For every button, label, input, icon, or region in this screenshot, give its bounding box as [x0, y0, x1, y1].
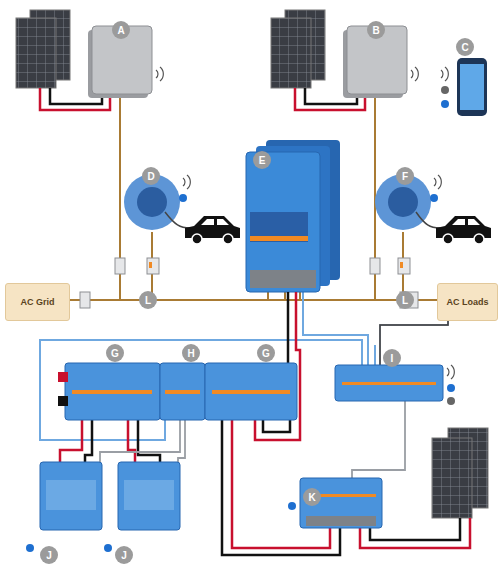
callout-badge: J: [40, 546, 58, 564]
callout-badge: E: [253, 151, 271, 169]
callout-badge: G: [257, 344, 275, 362]
callout-letter: J: [121, 550, 127, 561]
callout-badge: F: [396, 167, 414, 185]
callout-letter: J: [46, 550, 52, 561]
callout-badge: I: [383, 349, 401, 367]
gx-device: [335, 365, 455, 405]
callout-badge: K: [303, 488, 321, 506]
callout-letter: L: [145, 295, 151, 306]
callout-letter: G: [262, 348, 270, 359]
callout-badge: D: [142, 167, 160, 185]
lynx-distributor: [58, 363, 297, 420]
callout-badge: L: [396, 291, 414, 309]
solar-panel: [16, 10, 488, 518]
callout-letter: H: [187, 348, 194, 359]
pv-inverter: [88, 26, 418, 98]
callout-badge: G: [106, 344, 124, 362]
callout-letter: K: [308, 492, 315, 503]
callout-letter: C: [461, 42, 468, 53]
lithium-battery: [26, 462, 180, 552]
inverter-charger: [246, 140, 340, 292]
callout-letter: G: [111, 348, 119, 359]
callout-badge: H: [182, 344, 200, 362]
callout-badge: C: [456, 38, 474, 56]
solar-charger: [288, 478, 382, 528]
callout-letter: I: [391, 353, 394, 364]
callout-letter: L: [402, 295, 408, 306]
callout-badge: B: [367, 21, 385, 39]
callout-badge: L: [139, 291, 157, 309]
callout-badge: J: [115, 546, 133, 564]
callout-letter: F: [402, 171, 408, 182]
callout-badge: A: [112, 21, 130, 39]
terminal-box: AC Grid: [5, 283, 70, 321]
node-text: AC Grid: [20, 297, 54, 307]
callout-letter: D: [147, 171, 154, 182]
callout-letter: B: [372, 25, 379, 36]
phone-app: [441, 58, 487, 116]
terminal-box: AC Loads: [437, 283, 498, 321]
node-text: AC Loads: [446, 297, 488, 307]
callout-letter: A: [117, 25, 124, 36]
callout-letter: E: [259, 155, 266, 166]
